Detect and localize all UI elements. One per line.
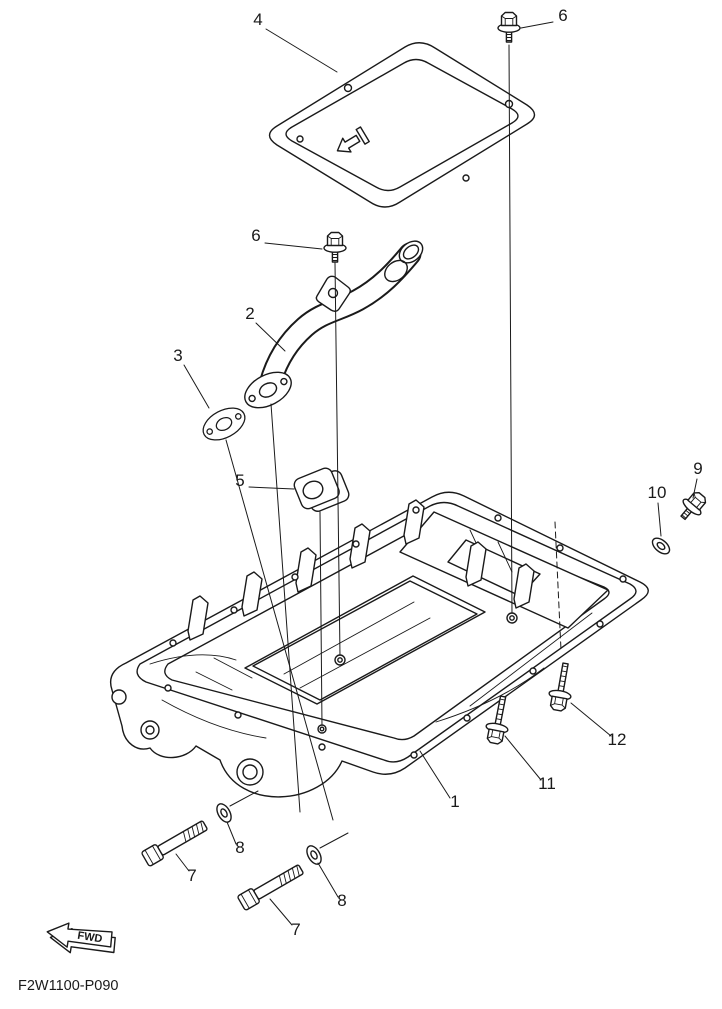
- oil-flow-arrow-icon: [336, 126, 370, 153]
- part-label-10: 10: [648, 483, 667, 502]
- fwd-label: FWD: [77, 930, 104, 946]
- assembly-lines: [225, 44, 518, 849]
- oil-pan: [109, 491, 649, 798]
- part-label-7b: 7: [291, 920, 300, 939]
- part-label-11: 11: [538, 774, 556, 793]
- socket-bolt-right: [236, 861, 306, 912]
- cover-plate: [268, 42, 536, 208]
- part-label-9: 9: [693, 459, 702, 478]
- washer-right-end: [648, 534, 674, 558]
- part-label-4: 4: [253, 10, 262, 29]
- oil-pipe: [238, 240, 424, 416]
- part-label-8a: 8: [235, 838, 244, 857]
- part-label-7a: 7: [187, 866, 196, 885]
- callout-leaders: [175, 21, 698, 926]
- flange-bolt-bottom-right: [545, 660, 578, 713]
- part-label-12: 12: [608, 730, 627, 749]
- flange-bolt-top: [497, 11, 521, 43]
- hidden-axis-line: [554, 521, 562, 651]
- callout-labels: 4 6 6 2 3 5 9 10 1 11 12 7 8 7 8: [173, 6, 702, 939]
- bolt-right-end: [673, 487, 712, 526]
- pan-rim-holes: [164, 506, 627, 759]
- spacer-block: [293, 467, 350, 512]
- drawing-code: F2W1100-P090: [18, 978, 118, 994]
- fwd-arrow: FWD: [46, 922, 116, 954]
- part-label-1: 1: [450, 792, 459, 811]
- part-label-3: 3: [173, 346, 182, 365]
- part-label-2: 2: [245, 304, 254, 323]
- part-label-6a: 6: [558, 6, 567, 25]
- flange-bolt-mid: [323, 231, 347, 263]
- socket-bolt-left: [140, 817, 210, 868]
- part-label-5: 5: [235, 471, 244, 490]
- part-label-8b: 8: [337, 891, 346, 910]
- part-label-6b: 6: [251, 226, 260, 245]
- pipe-gasket: [197, 400, 251, 448]
